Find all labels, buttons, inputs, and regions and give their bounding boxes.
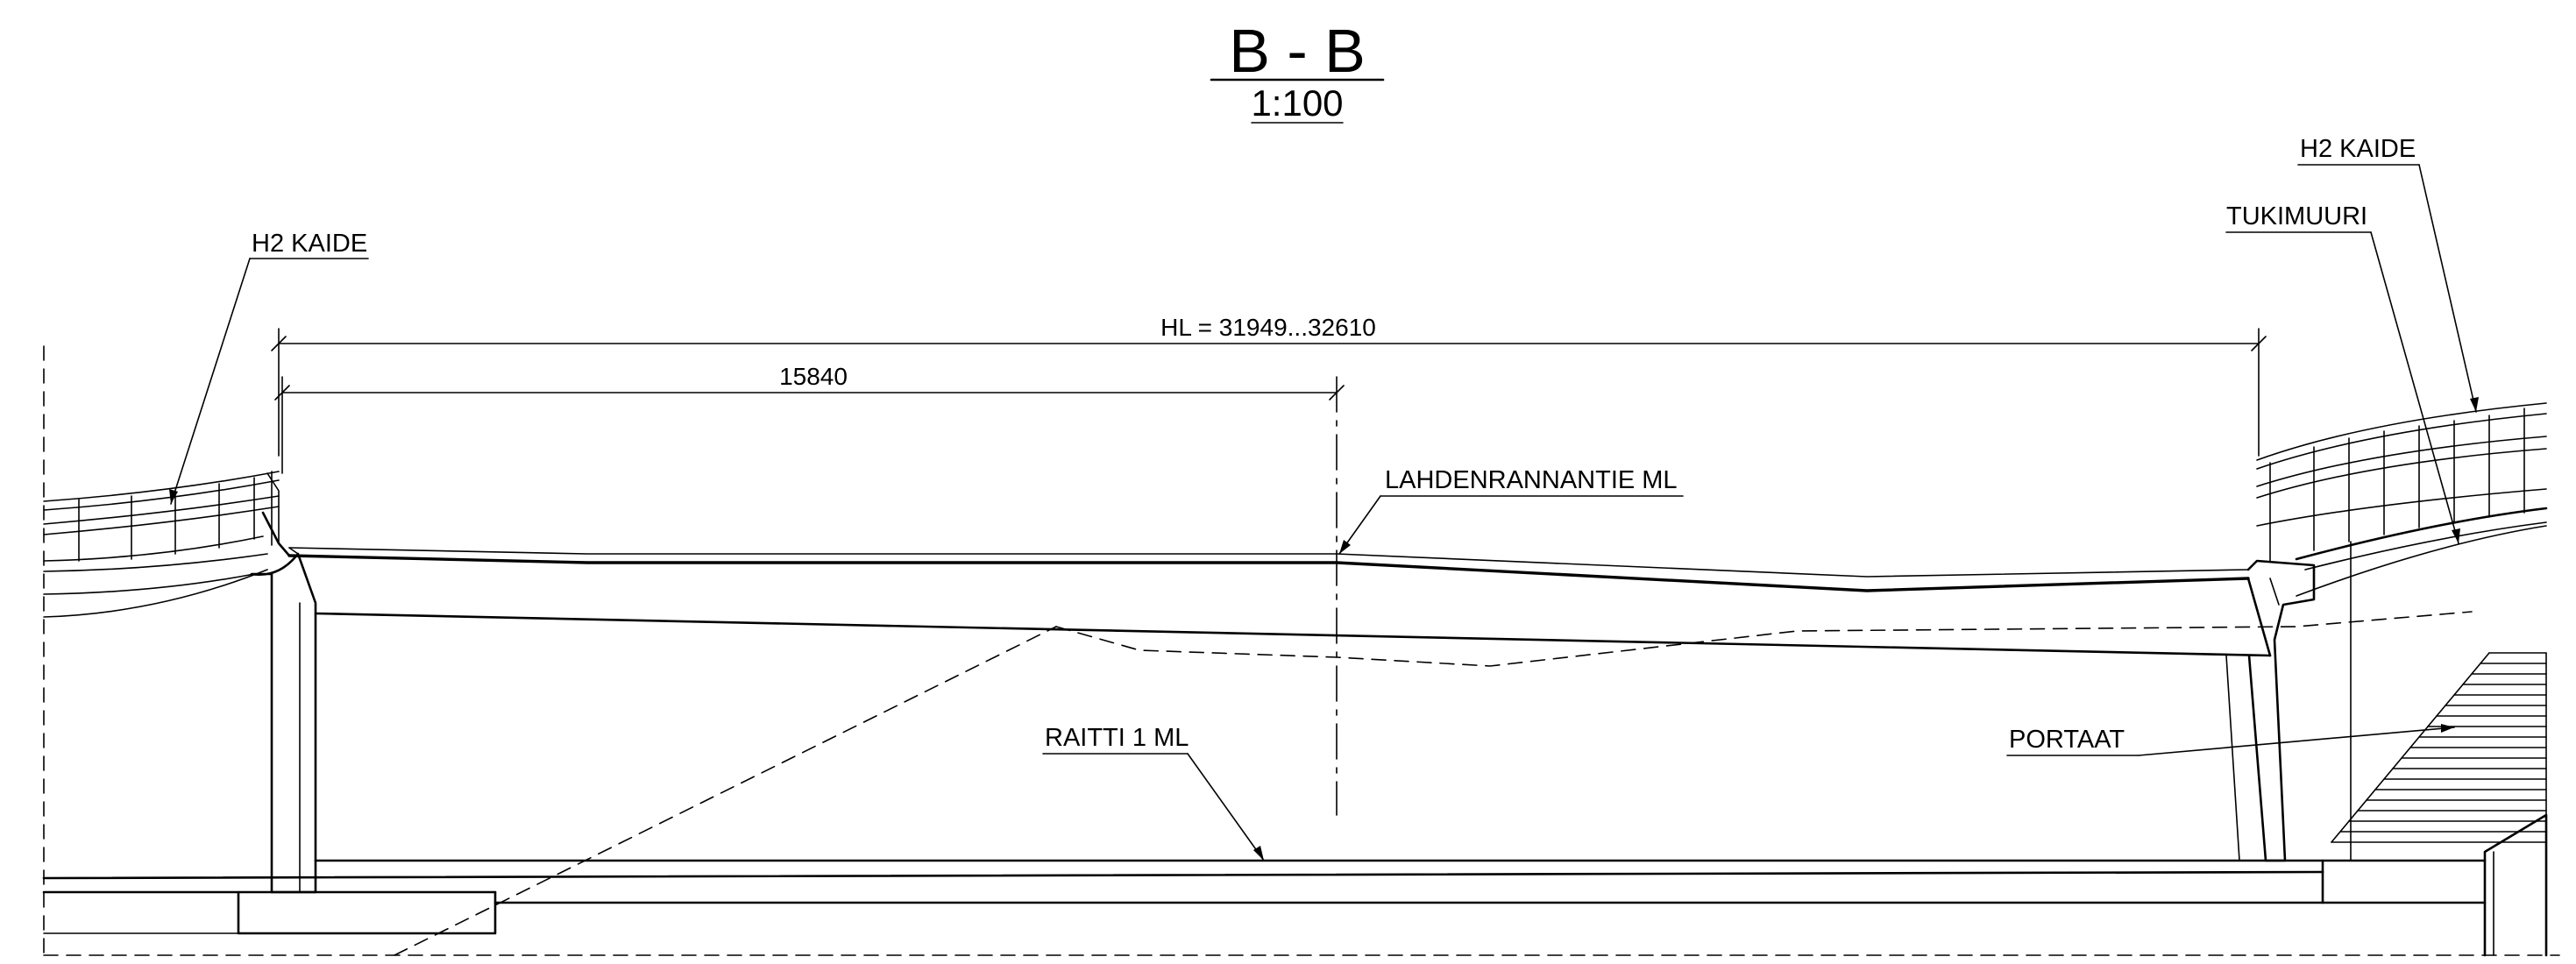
right-abutment: [2225, 559, 2316, 862]
label-railing-left: H2 KAIDE: [252, 230, 367, 258]
left-railing: [43, 471, 280, 562]
label-road: LAHDENRANNANTIE ML: [1385, 466, 1678, 494]
ground-lines-dashed: [394, 611, 2473, 956]
right-end-wall: [2483, 813, 2548, 957]
right-curved-beam: [2295, 507, 2548, 861]
leader-stairs: [2006, 724, 2455, 756]
span-dimension: [271, 328, 2267, 457]
track-level: [42, 859, 2487, 935]
leader-retaining-wall: [2225, 231, 2460, 544]
leader-railing-left: [169, 258, 369, 505]
stairs: [2331, 652, 2547, 843]
left-curved-beam: [43, 535, 268, 618]
label-stairs: PORTAAT: [2009, 726, 2125, 754]
label-tram: RAITTI 1 ML: [1045, 724, 1189, 752]
label-railing-right: H2 KAIDE: [2300, 135, 2416, 163]
leader-tram: [1042, 753, 1265, 861]
section-scale: 1:100: [1251, 82, 1343, 124]
span-dimension-text: HL = 31949...32610: [1160, 314, 1376, 341]
label-retaining-wall: TUKIMUURI: [2226, 202, 2367, 230]
frame-dashed: [43, 345, 2560, 956]
section-title: B - B: [1229, 17, 1366, 85]
half-span-dimension-text: 15840: [779, 363, 848, 390]
right-railing: [2256, 402, 2547, 562]
half-span-dimension: [274, 376, 1345, 474]
leader-road: [1338, 495, 1684, 555]
bridge-deck: [287, 547, 2272, 657]
leader-railing-right: [2297, 164, 2479, 413]
